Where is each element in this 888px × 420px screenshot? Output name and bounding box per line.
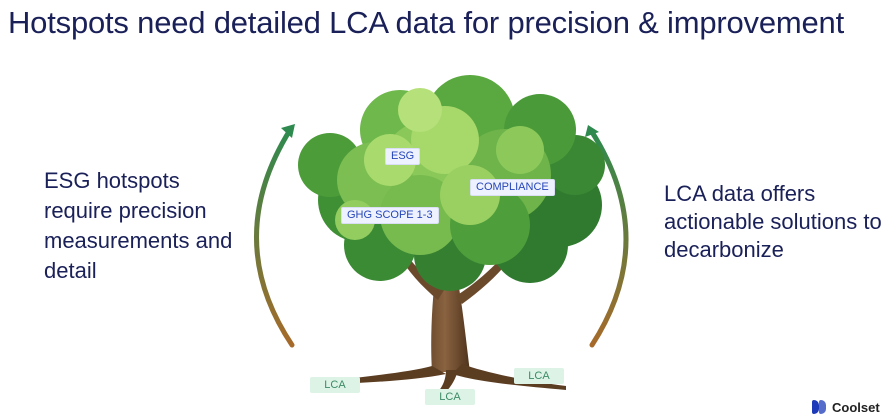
root-label-lca-2: LCA: [425, 389, 475, 405]
tree-label-compliance: COMPLIANCE: [470, 179, 555, 196]
tree-label-esg: ESG: [385, 148, 421, 165]
left-description: ESG hotspots require precision measureme…: [44, 168, 233, 283]
coolset-logo: Coolset: [812, 399, 880, 415]
left-cycle-arrow: [254, 124, 295, 348]
page-title: Hotspots need detailed LCA data for prec…: [8, 5, 845, 40]
tree-canopy: [298, 75, 605, 291]
root-label-lca-1: LCA: [310, 377, 360, 393]
root-label-lca-3: LCA: [514, 368, 564, 384]
tree-label-ghg-scope: GHG SCOPE 1-3: [341, 207, 439, 224]
right-description: LCA data offers actionable solutions to …: [664, 181, 882, 262]
coolset-logo-icon: [812, 400, 828, 414]
right-cycle-arrow: [585, 125, 629, 348]
logo-text: Coolset: [832, 399, 880, 415]
